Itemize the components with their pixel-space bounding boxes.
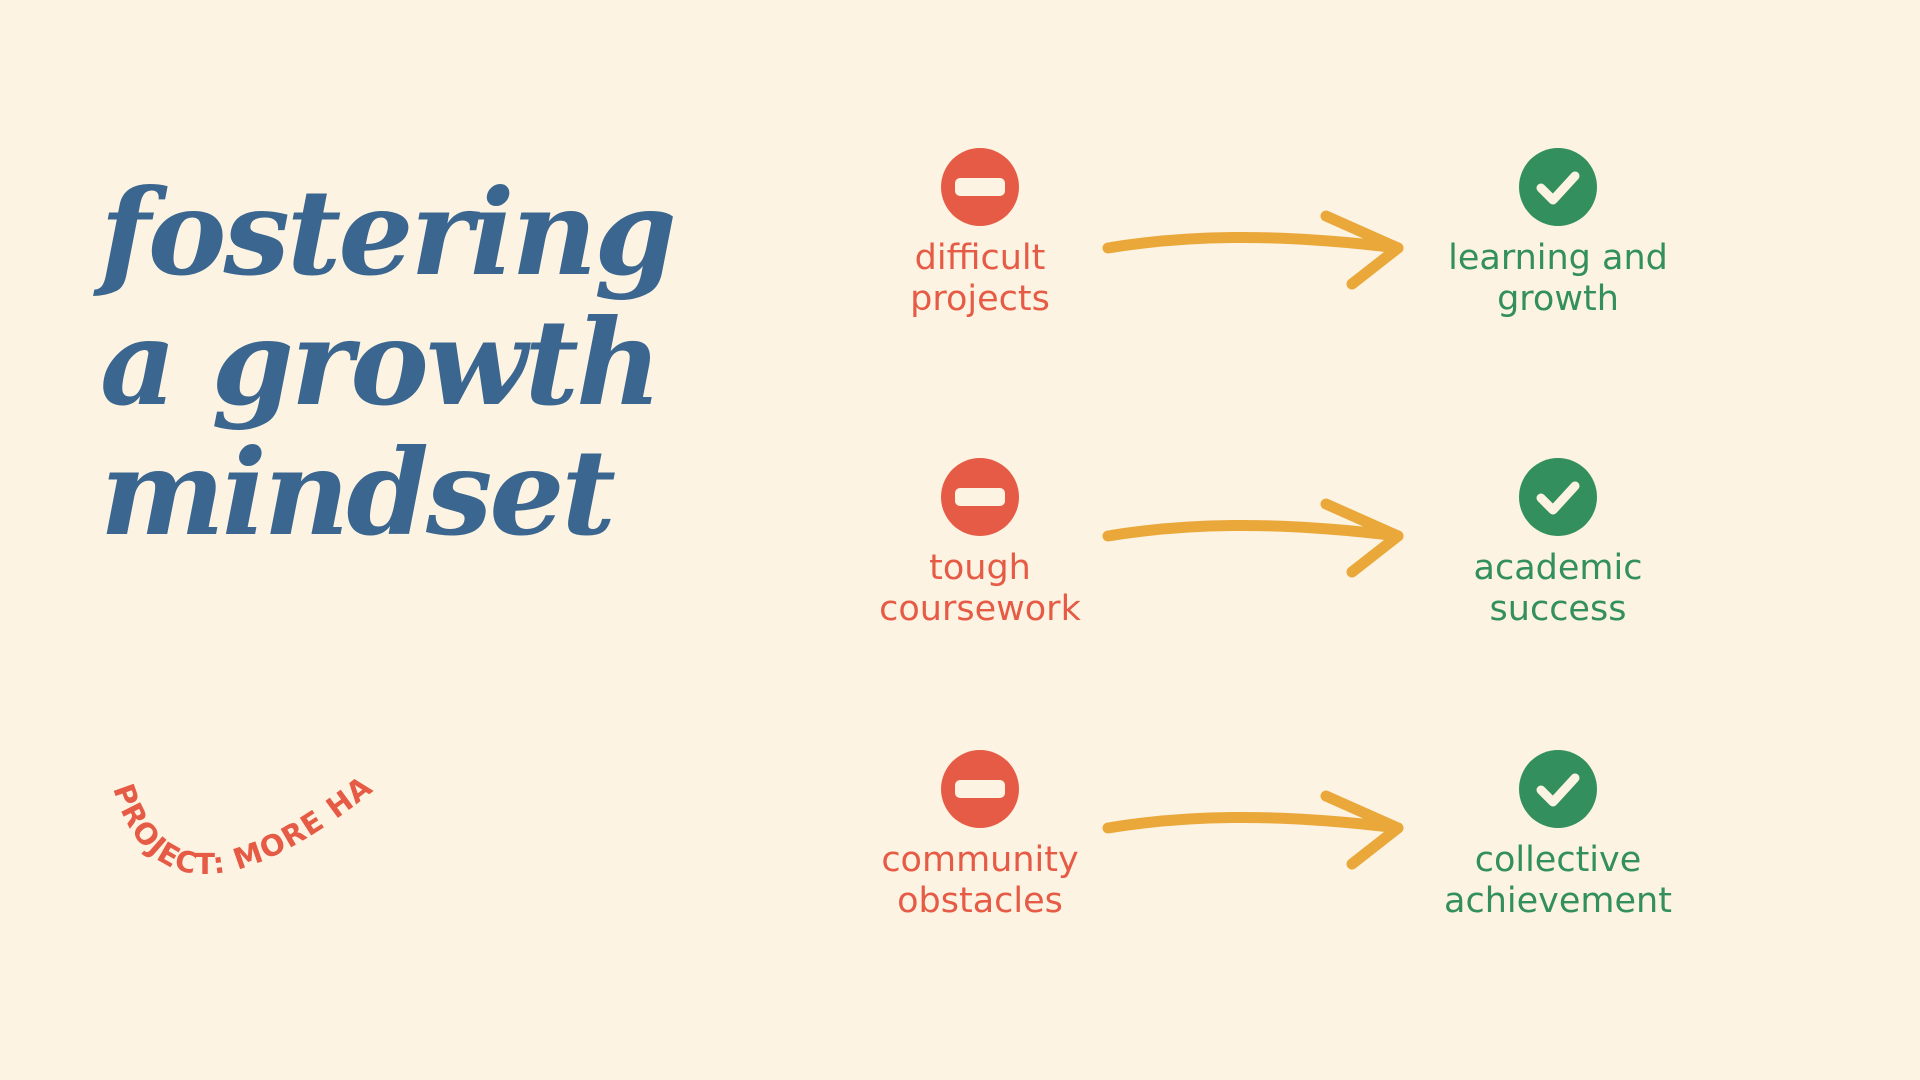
outcome-label: academic success (1473, 548, 1643, 629)
title-line-2: a growth (100, 293, 662, 432)
challenge-label: difficult projects (910, 238, 1050, 319)
arrow-icon (1100, 494, 1410, 594)
check-circle-icon (1519, 458, 1597, 536)
mindset-row-3: community obstacles collective achieveme… (0, 750, 1920, 950)
arrow-icon (1100, 206, 1410, 306)
minus-circle-icon (941, 458, 1019, 536)
title-line-3: mindset (100, 423, 616, 562)
outcome-label: collective achievement (1444, 840, 1672, 921)
minus-circle-icon (941, 148, 1019, 226)
check-circle-icon (1519, 148, 1597, 226)
challenge-label: community obstacles (881, 840, 1079, 921)
page-title: fostering a growth mindset (100, 168, 720, 558)
outcome-node: learning and growth (1398, 148, 1718, 320)
challenge-node: tough coursework (820, 458, 1140, 630)
challenge-label: tough coursework (879, 548, 1081, 629)
mindset-row-2: tough coursework academic success (0, 458, 1920, 658)
minus-circle-icon (941, 750, 1019, 828)
outcome-node: collective achievement (1398, 750, 1718, 922)
mindset-row-1: difficult projects learning and growth (0, 148, 1920, 348)
arrow-icon (1100, 786, 1410, 886)
challenge-node: community obstacles (820, 750, 1140, 922)
outcome-label: learning and growth (1448, 238, 1668, 319)
outcome-node: academic success (1398, 458, 1718, 630)
title-line-1: fostering (100, 163, 677, 302)
challenge-node: difficult projects (820, 148, 1140, 320)
check-circle-icon (1519, 750, 1597, 828)
